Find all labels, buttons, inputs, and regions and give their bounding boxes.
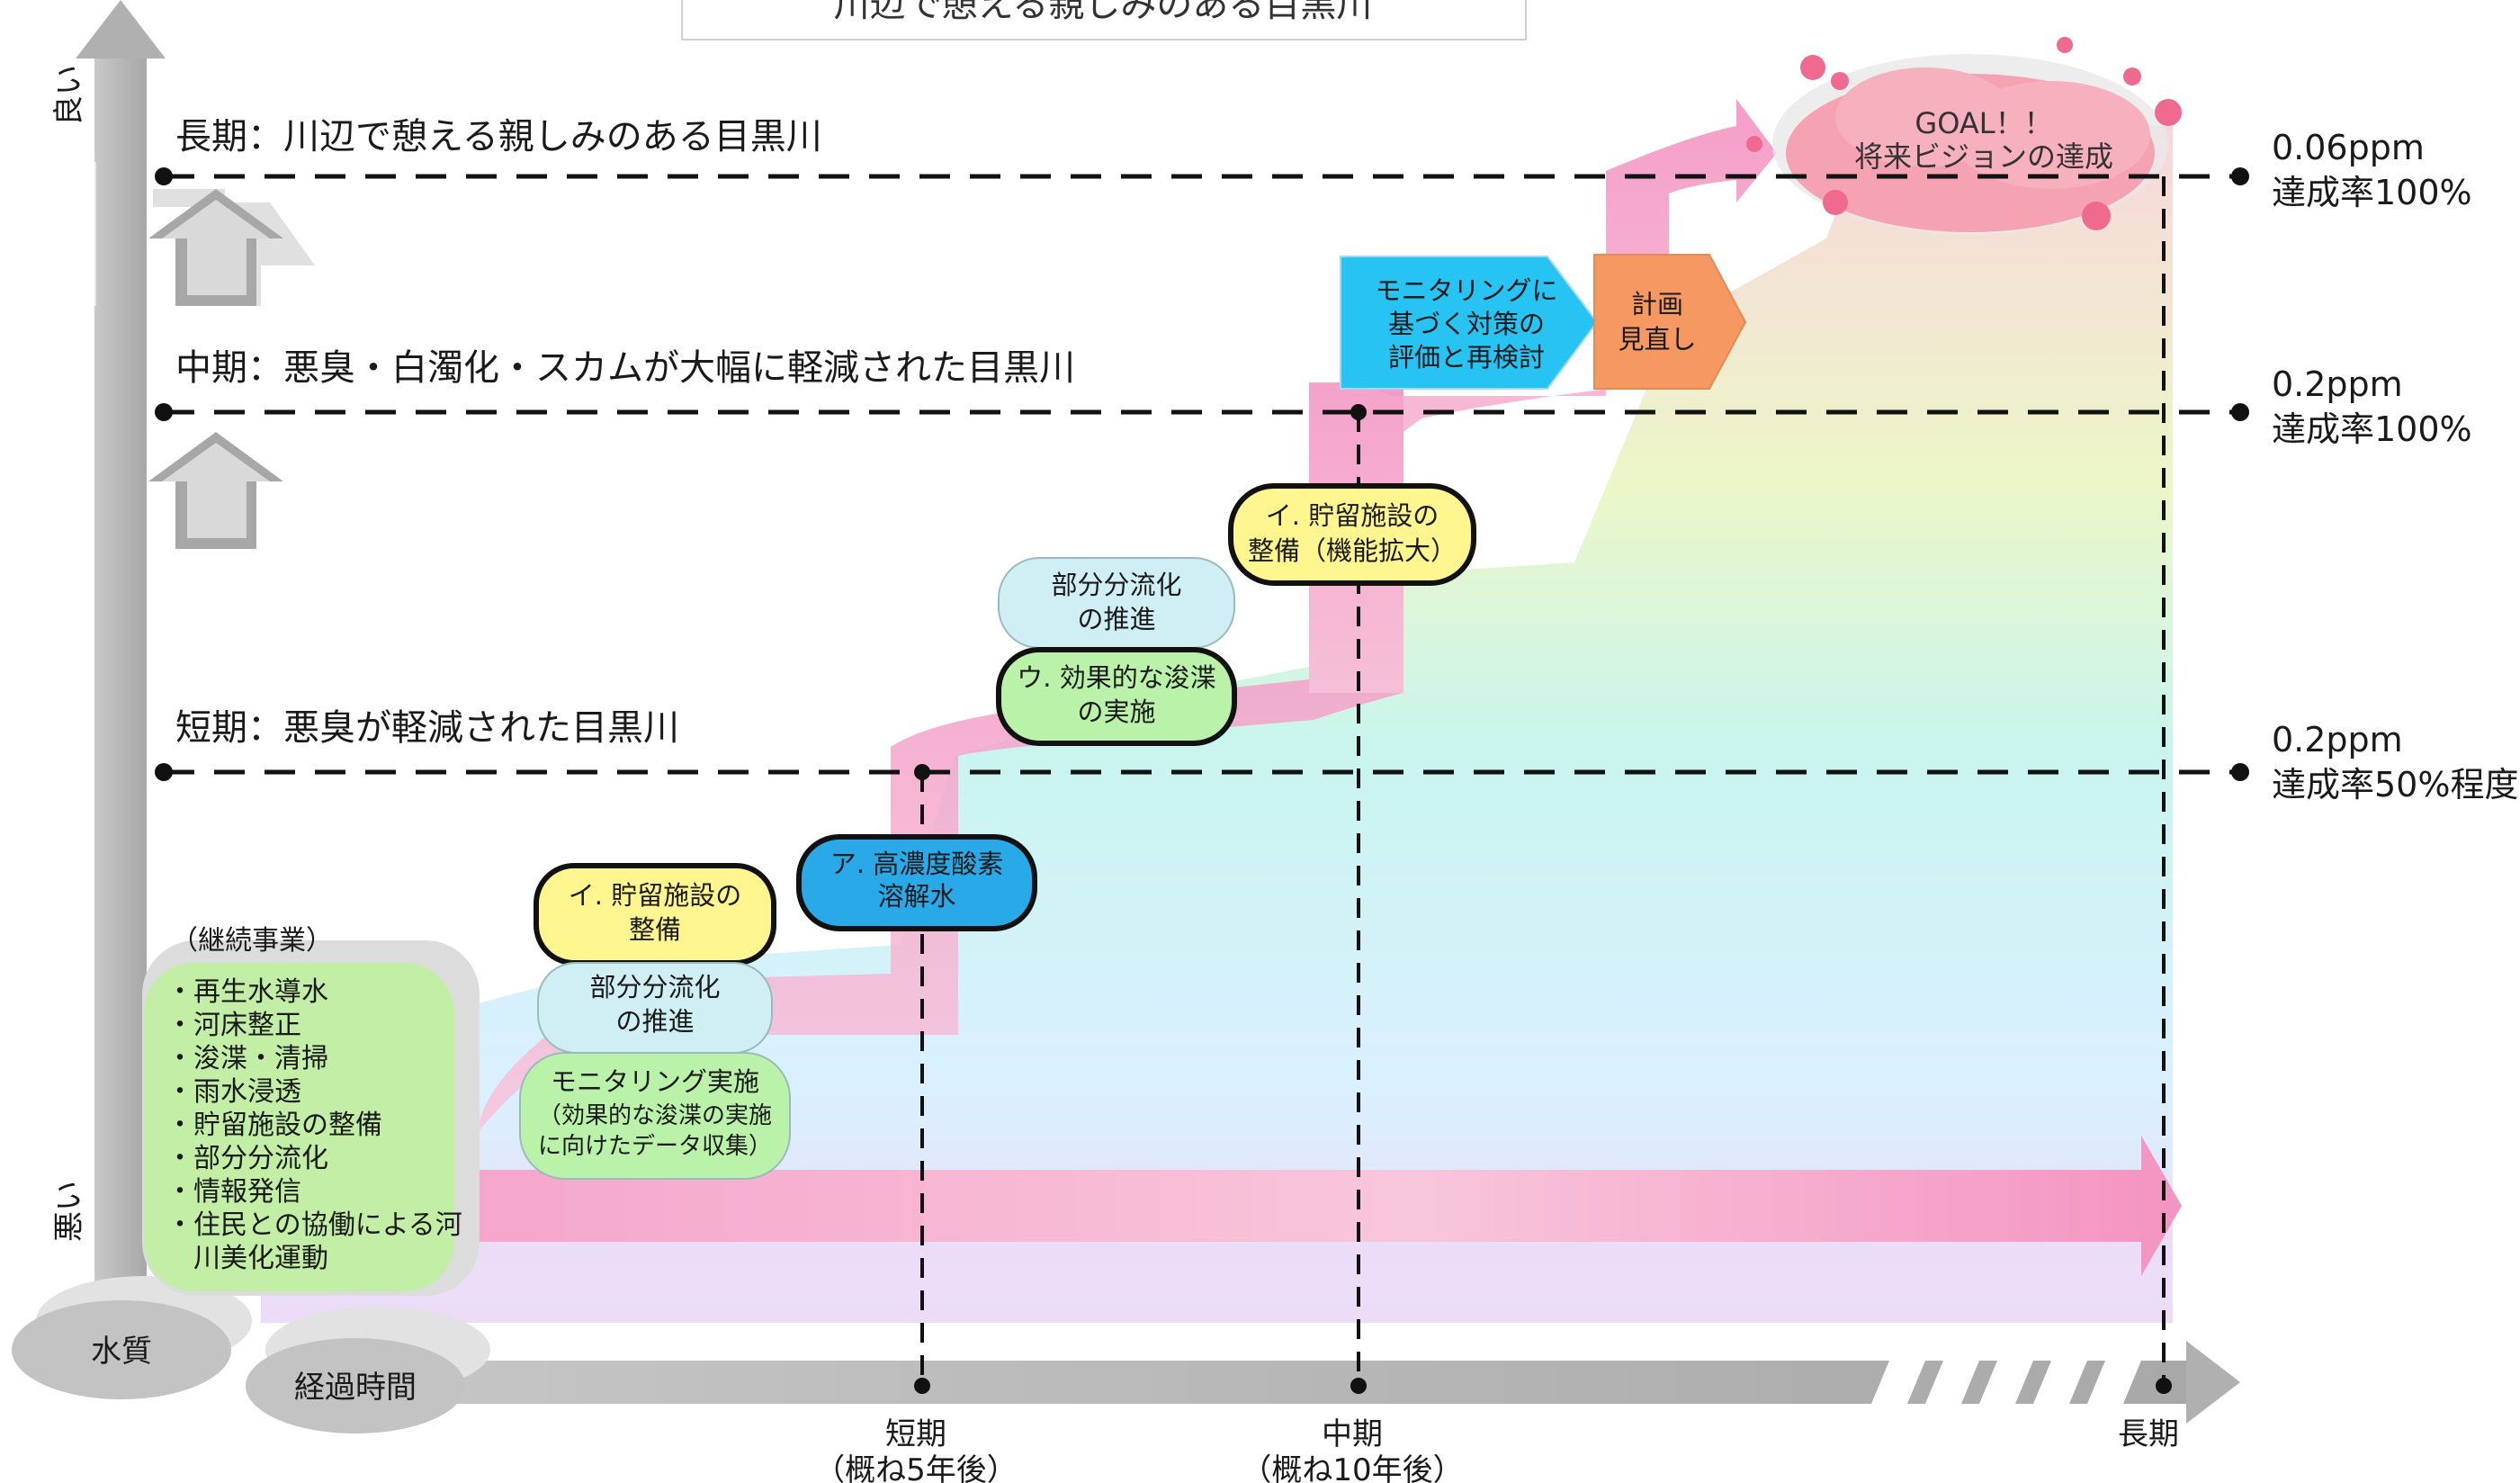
- y-axis-name: 水質: [91, 1334, 152, 1370]
- continuing-projects-box: [142, 940, 480, 1296]
- goal-subtitle: 将来ビジョンの達成: [1854, 139, 2113, 174]
- box-line: ウ. 効果的な浚渫: [1017, 662, 1215, 693]
- box-line: 評価と再検討: [1388, 342, 1545, 373]
- dredging-box: ウ. 効果的な浚渫 の実施: [996, 647, 1237, 746]
- continuing-item: ・情報発信: [166, 1176, 301, 1208]
- level-long-term-label: 長期：川辺で憩える親しみのある目黒川: [175, 116, 822, 157]
- continuing-item: ・浚渫・清掃: [166, 1043, 328, 1074]
- header-title: 川辺で憩える親しみのある目黒川: [681, 0, 1527, 40]
- box-line: の実施: [1077, 697, 1155, 727]
- continuing-item: ・住民との協働による河: [166, 1209, 462, 1241]
- cherry-blossom-icon: [1746, 37, 2182, 230]
- continuing-item: ・部分分流化: [166, 1143, 328, 1174]
- level-mid-term-label: 中期：悪臭・白濁化・スカムが大幅に軽減された目黒川: [175, 347, 1075, 389]
- continuing-heading: （継続事業）: [171, 925, 333, 957]
- level-long-term-value: 0.06ppm: [2272, 128, 2425, 167]
- up-arrow-icon: [148, 189, 315, 306]
- goal-title: GOAL！！: [1915, 106, 2052, 140]
- level-mid-term-rate: 達成率100%: [2272, 409, 2472, 449]
- plan-review-arrow: 計画 見直し: [1593, 254, 1747, 390]
- target-lines: [164, 174, 2240, 775]
- progress-stair-arrow-upper: [1309, 99, 1777, 693]
- tick-short-term-sub: （概ね5年後）: [814, 1452, 1018, 1483]
- level-short-term-rate: 達成率50%程度: [2272, 765, 2518, 804]
- partial-separation-box-1: 部分分流化 の推進: [537, 962, 773, 1054]
- box-line: 溶解水: [877, 881, 955, 912]
- level-short-term-label: 短期：悪臭が軽減された目黒川: [175, 707, 679, 749]
- storage-facility-box-1: イ. 貯留施設の 整備: [534, 863, 776, 966]
- progress-stair-arrow: [477, 382, 1403, 1134]
- box-line: ア. 高濃度酸素: [830, 849, 1003, 879]
- tick-mid-term-sub: （概ね10年後）: [1241, 1452, 1463, 1483]
- target-line-dots: [155, 167, 2249, 781]
- monitoring-box-1: モニタリング実施 （効果的な浚渫の実施 に向けたデータ収集）: [519, 1052, 791, 1180]
- continuing-item: ・雨水浸透: [166, 1076, 301, 1108]
- elapsed-time-badge: 経過時間: [246, 1307, 490, 1434]
- tick-short-term: 短期: [885, 1416, 946, 1452]
- monitoring-review-arrow: モニタリングに 基づく対策の 評価と再検討: [1340, 256, 1599, 390]
- storage-facility-box-2: イ. 貯留施設の 整備（機能拡大）: [1228, 483, 1476, 586]
- box-line: 見直し: [1618, 324, 1696, 355]
- horizontal-axis: [261, 1341, 2240, 1424]
- continuing-item: ・河床整正: [166, 1010, 301, 1041]
- vertical-axis: [76, 0, 166, 1296]
- continuing-item: 川美化運動: [166, 1243, 328, 1274]
- level-mid-term-value: 0.2ppm: [2272, 364, 2403, 404]
- box-line: モニタリングに: [1375, 275, 1557, 306]
- box-line: （効果的な浚渫の実施: [538, 1102, 772, 1129]
- box-line: 部分分流化: [589, 972, 720, 1002]
- box-line: 整備（機能拡大）: [1248, 535, 1457, 566]
- box-line: 計画: [1631, 289, 1683, 319]
- box-line: の推進: [615, 1006, 694, 1037]
- up-arrow-icon: [148, 432, 283, 549]
- box-line: 整備: [629, 914, 681, 945]
- continuing-item: ・貯留施設の整備: [166, 1110, 382, 1141]
- partial-separation-box-2: 部分分流化 の推進: [998, 557, 1235, 649]
- box-line: モニタリング実施: [551, 1066, 759, 1097]
- level-long-term-rate: 達成率100%: [2272, 173, 2472, 212]
- tick-mid-term: 中期: [1322, 1416, 1383, 1452]
- milestone-dots: [914, 404, 2172, 1394]
- level-short-term-value: 0.2ppm: [2272, 720, 2403, 759]
- y-top-label: 良い: [51, 65, 87, 126]
- tick-long-term: 長期: [2118, 1416, 2179, 1452]
- box-line: 部分分流化: [1051, 570, 1181, 600]
- box-line: 基づく対策の: [1388, 309, 1545, 339]
- box-line: の推進: [1077, 604, 1155, 634]
- goal-cloud: GOAL！！ 将来ビジョンの達成: [1772, 54, 2168, 234]
- continuing-item: ・再生水導水: [166, 976, 328, 1008]
- box-line: イ. 貯留施設の: [569, 880, 741, 911]
- box-line: に向けたデータ収集）: [538, 1133, 772, 1160]
- y-bottom-label: 悪い: [51, 1181, 87, 1242]
- x-axis-name: 経過時間: [294, 1370, 417, 1406]
- oxygen-water-box: ア. 高濃度酸素 溶解水: [796, 834, 1037, 931]
- box-line: イ. 貯留施設の: [1266, 500, 1439, 531]
- water-quality-badge: 水質: [12, 1276, 252, 1399]
- page-title: 川辺で憩える親しみのある目黒川: [834, 0, 1373, 25]
